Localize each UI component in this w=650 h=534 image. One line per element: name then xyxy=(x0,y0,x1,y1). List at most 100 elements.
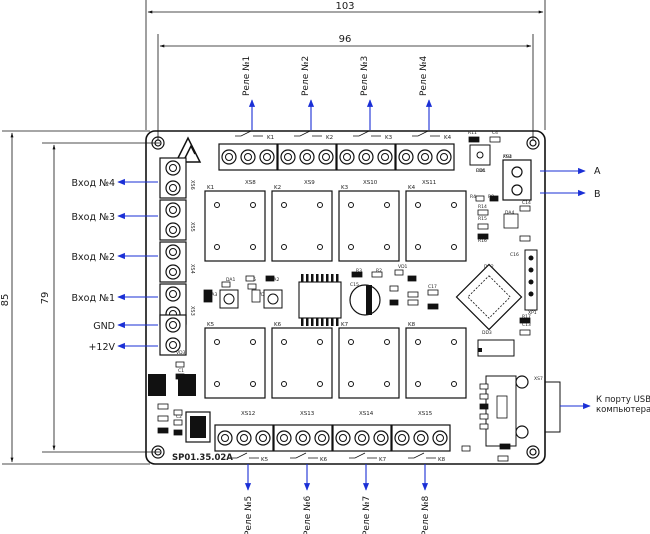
relay-K2: K2 xyxy=(271,185,333,262)
ref-top-connector: XS8 xyxy=(245,180,256,186)
smd-part xyxy=(407,299,419,306)
smd-part xyxy=(477,233,489,240)
terminal-left-1: XS6 xyxy=(159,157,195,199)
board-ref: VD2 xyxy=(258,292,268,298)
terminal-bottom-4 xyxy=(391,424,451,452)
smd-part xyxy=(173,419,183,426)
ic-dd3 xyxy=(477,339,515,357)
smd-part xyxy=(389,285,399,292)
smd-part xyxy=(247,283,257,290)
smd-part xyxy=(427,303,439,310)
relay-K1: K1 xyxy=(204,185,266,262)
ref-bottom-contact: K8 xyxy=(438,457,446,463)
relay-K3: K3 xyxy=(338,185,400,262)
board-ref: C4 xyxy=(492,130,498,136)
terminal-bottom-3 xyxy=(332,424,392,452)
smd-part xyxy=(157,427,169,434)
board-ref: VD3 xyxy=(176,350,186,356)
board-ref: XS7 xyxy=(534,376,543,382)
board-ref: FU4 xyxy=(476,168,485,174)
power-section xyxy=(148,374,211,443)
relay-top-label: Реле №3 xyxy=(360,56,370,96)
input-label: Вход №3 xyxy=(72,212,115,223)
arrows xyxy=(117,99,591,491)
relay-ref: K8 xyxy=(408,322,416,328)
ref-bottom-connector: XS14 xyxy=(359,411,374,417)
relay-ref: K3 xyxy=(341,185,349,191)
smd-part xyxy=(371,271,383,278)
smd-part xyxy=(461,445,471,452)
board-ref: C14 xyxy=(522,200,531,206)
relay-top-label: Реле №1 xyxy=(242,56,252,96)
dim-width-inner: 96 xyxy=(339,34,352,45)
smd-part xyxy=(173,409,183,416)
board-ref: VD1 xyxy=(398,264,408,270)
ref-top-contact: K1 xyxy=(267,135,274,141)
relay-bottom-label: Реле №5 xyxy=(244,496,254,534)
board-ref: C15 xyxy=(350,282,359,288)
relay-bottom-label: Реле №8 xyxy=(421,496,431,534)
board-ref: R17 xyxy=(522,314,531,320)
terminal-top-1 xyxy=(218,143,278,171)
rs485-b-label: B xyxy=(594,189,601,200)
smd-part xyxy=(475,195,485,202)
smd-part xyxy=(427,289,439,296)
smd-part xyxy=(477,223,489,230)
relay-top-label: Реле №4 xyxy=(419,56,429,96)
board-ref: XS4 xyxy=(503,154,512,160)
relay-ref: K2 xyxy=(274,185,281,191)
smd-part xyxy=(173,429,183,436)
smd-part xyxy=(489,136,501,143)
ref-top-connector: XS9 xyxy=(304,180,315,186)
ref-bottom-connector: XS15 xyxy=(418,411,433,417)
relay-bottom-label: Реле №6 xyxy=(303,496,313,534)
relay-ref: K5 xyxy=(207,322,215,328)
smd-parts xyxy=(157,136,531,462)
board-ref: FU3 xyxy=(503,154,512,160)
relay-K6: K6 xyxy=(271,322,333,399)
smd-part xyxy=(499,443,511,450)
terminal-top-2 xyxy=(277,143,337,171)
usb-connector xyxy=(485,375,561,447)
smd-part xyxy=(221,281,231,288)
board-ref: C1 xyxy=(178,368,184,374)
relay-ref: K1 xyxy=(207,185,214,191)
board-ref: DD1 xyxy=(476,168,486,174)
board-ref: C2 xyxy=(176,414,182,420)
board-ref: XP1 xyxy=(528,310,537,316)
smd-part xyxy=(245,275,255,282)
smd-part xyxy=(157,403,169,410)
smd-part xyxy=(519,205,531,212)
board-ref: R3 xyxy=(356,268,362,274)
input-label: Вход №1 xyxy=(72,293,115,304)
board-ref: DA3 xyxy=(208,292,217,298)
board-ref: R11 xyxy=(468,130,477,136)
terminal-top-3 xyxy=(336,143,396,171)
smd-part xyxy=(394,269,404,276)
ref-bottom-connector: XS12 xyxy=(241,411,255,417)
ref-left-connector: XS4 xyxy=(189,264,195,274)
relay-K7: K7 xyxy=(338,322,400,399)
ref-top-contact: K2 xyxy=(326,135,333,141)
ref-bottom-contact: K6 xyxy=(320,457,328,463)
smd-part xyxy=(389,299,399,306)
dim-height-total: 85 xyxy=(0,294,11,307)
terminal-top-4 xyxy=(395,143,455,171)
smd-part xyxy=(175,373,185,380)
board-ref: DA4 xyxy=(505,210,514,216)
smd-part xyxy=(503,213,519,229)
electrolytic-capacitor xyxy=(349,284,381,316)
smd-part xyxy=(407,291,419,298)
input-label: Вход №4 xyxy=(72,178,115,189)
smd-part xyxy=(519,329,531,336)
relay-ref: K7 xyxy=(341,322,349,328)
ref-left-connector: XS3 xyxy=(189,306,195,316)
logo xyxy=(174,136,202,163)
relay-K4: K4 xyxy=(405,185,467,262)
board-ref: R4 xyxy=(470,194,476,200)
ref-top-connector: XS11 xyxy=(422,180,436,186)
relay-ref: K6 xyxy=(274,322,282,328)
